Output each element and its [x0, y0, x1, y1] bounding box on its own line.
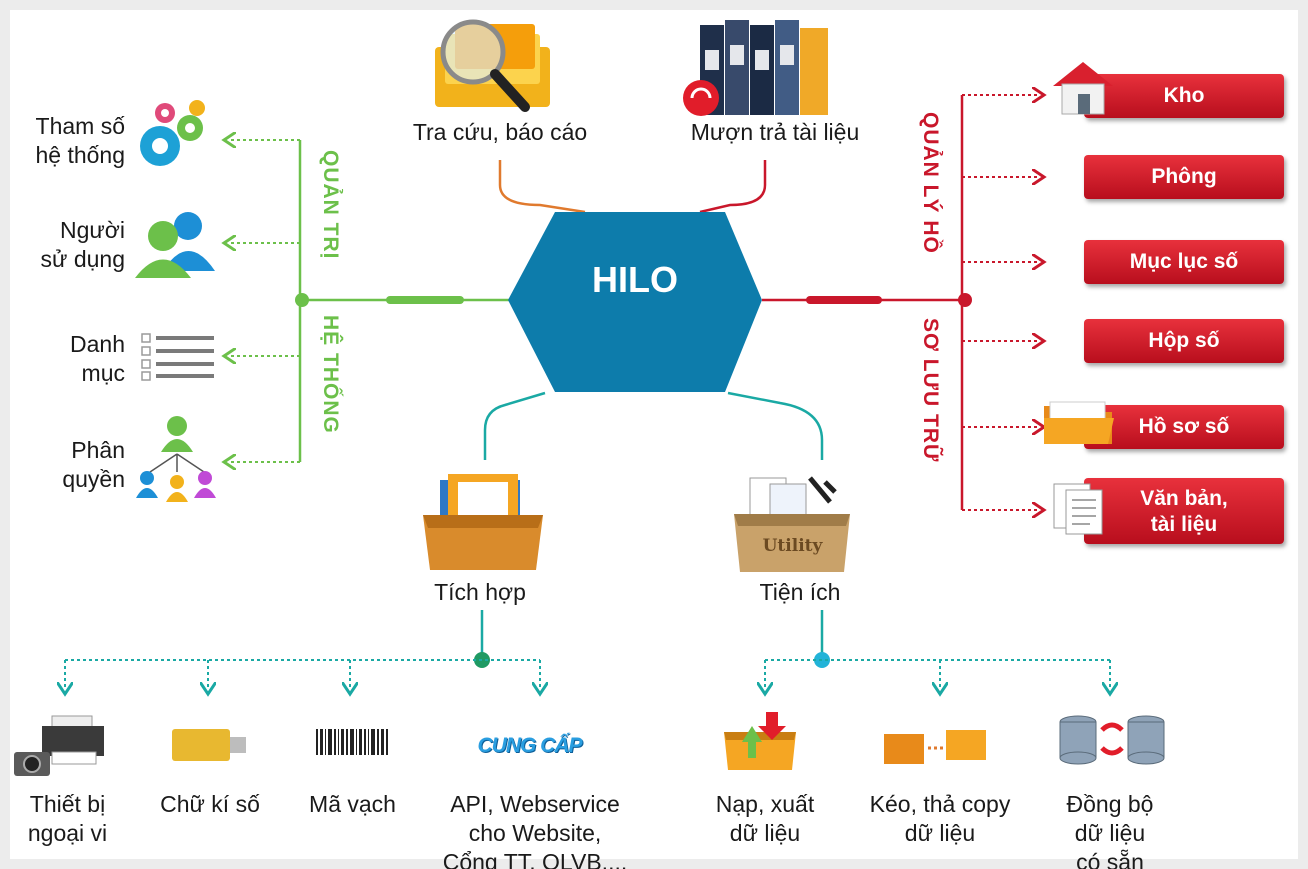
- child-drag-copy[interactable]: Kéo, thả copy dữ liệu: [855, 790, 1025, 848]
- admin-item-label-2: quyền: [62, 466, 125, 492]
- folder-icon: [1044, 401, 1114, 444]
- records-button-warehouse[interactable]: Kho: [1084, 74, 1284, 118]
- admin-item-label-2: sử dụng: [40, 246, 125, 272]
- binders-icon: [683, 20, 828, 116]
- checklist-icon: [141, 333, 214, 381]
- child-barcode[interactable]: Mã vạch: [290, 790, 415, 819]
- house-icon: [1053, 62, 1113, 115]
- child-label-1: Kéo, thả copy: [869, 791, 1011, 817]
- admin-item-label-1: Tham số: [35, 113, 125, 139]
- printer-camera-icon: [14, 715, 104, 776]
- admin-item-permissions[interactable]: Phân quyền: [0, 436, 125, 494]
- admin-item-label-2: hệ thống: [35, 142, 125, 168]
- child-label-2: cho Website,: [468, 820, 602, 846]
- records-button-index[interactable]: Mục lục số: [1084, 240, 1284, 284]
- search-folders-icon: [435, 19, 550, 112]
- admin-item-catalog[interactable]: Danh mục: [0, 330, 125, 388]
- records-title-top: QUẢN LÝ HỒ: [919, 112, 942, 254]
- child-peripherals[interactable]: Thiết bị ngoại vi: [5, 790, 130, 848]
- admin-title-bottom: HỆ THỐNG: [319, 315, 342, 434]
- admin-item-users[interactable]: Người sử dụng: [0, 216, 125, 274]
- records-button-documents[interactable]: Văn bản, tài liệu: [1084, 478, 1284, 544]
- child-label-2: dữ liệu: [729, 820, 801, 846]
- admin-title-top: QUẢN TRỊ: [319, 150, 342, 260]
- drag-copy-icon: [884, 730, 986, 764]
- import-export-icon: [724, 712, 796, 770]
- child-digital-signature[interactable]: Chữ kí số: [140, 790, 280, 819]
- org-chart-icon: [136, 416, 216, 502]
- records-button-box[interactable]: Hộp số: [1084, 319, 1284, 363]
- child-label-2: dữ liệu: [904, 820, 976, 846]
- loan-label: Mượn trả tài liệu: [690, 119, 860, 145]
- integration-box-icon: [423, 474, 543, 570]
- child-label-2: dữ liệu: [1074, 820, 1146, 846]
- child-label-1: Đồng bộ: [1066, 791, 1154, 817]
- lookup-label: Tra cứu, báo cáo: [412, 119, 588, 145]
- utility-box-icon: [734, 476, 850, 572]
- admin-item-label-2: mục: [81, 360, 125, 386]
- child-label-1: Nạp, xuất: [715, 791, 815, 817]
- child-label-1: API, Webservice: [450, 791, 620, 817]
- users-icon: [135, 212, 215, 278]
- utility-box-label: Utility: [762, 536, 823, 556]
- child-api-webservice[interactable]: API, Webservice cho Website, Cổng TT, QL…: [415, 790, 655, 869]
- records-documents-line2: tài liệu: [1150, 513, 1218, 536]
- records-button-fonds[interactable]: Phông: [1084, 155, 1284, 199]
- child-import-export[interactable]: Nạp, xuất dữ liệu: [690, 790, 840, 848]
- admin-item-label-1: Phân: [71, 437, 125, 463]
- utility-label: Tiện ích: [759, 579, 841, 605]
- barcode-icon: [312, 725, 392, 765]
- admin-item-label-1: Người: [60, 217, 125, 243]
- child-label-1: Mã vạch: [309, 791, 396, 817]
- records-title-bottom: SƠ LƯU TRỮ: [919, 318, 942, 463]
- child-label-3: có sẵn: [1076, 849, 1144, 869]
- database-sync-icon: [1059, 715, 1165, 765]
- records-documents-line1: Văn bản,: [1140, 487, 1228, 510]
- child-sync-data[interactable]: Đồng bộ dữ liệu có sẵn: [1040, 790, 1180, 869]
- connector-loan: [699, 160, 767, 214]
- admin-item-label-1: Danh: [70, 331, 125, 357]
- connector-lookup: [498, 160, 586, 214]
- child-label-2: ngoại vi: [27, 820, 108, 846]
- records-button-file[interactable]: Hồ sơ số: [1084, 405, 1284, 449]
- documents-icon: [1053, 483, 1103, 535]
- provide-badge: CUNG CẤP: [477, 734, 582, 757]
- child-label-1: Chữ kí số: [160, 791, 260, 817]
- child-label-1: Thiết bị: [29, 791, 106, 817]
- gears-icon: [140, 100, 205, 166]
- integration-label: Tích hợp: [434, 579, 526, 605]
- usb-token-icon: [172, 729, 246, 761]
- hub-label: HILO: [592, 259, 678, 300]
- admin-item-params[interactable]: Tham số hệ thống: [0, 112, 125, 170]
- child-label-3: Cổng TT, QLVB,...: [442, 849, 628, 869]
- hub-hexagon: [508, 212, 762, 392]
